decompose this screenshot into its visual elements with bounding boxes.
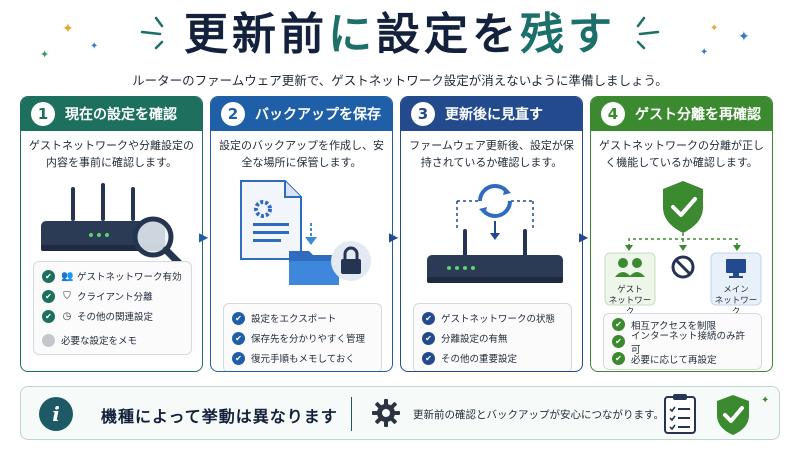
step-description: ゲストネットワークや分離設定の内容を事前に確認します。 bbox=[29, 139, 194, 169]
shield-icon: ⛉ bbox=[63, 290, 71, 302]
step-title: 更新後に見直す bbox=[445, 107, 543, 123]
page-subtitle: ルーターのファームウェア更新で、ゲストネットワーク設定が消えないように準備しまし… bbox=[132, 73, 668, 88]
sparkle-icon: ✦ bbox=[710, 23, 719, 34]
step-number: 2 bbox=[221, 102, 245, 126]
step-title: バックアップを保存 bbox=[255, 107, 381, 123]
check-item: ✔◷その他の関連設定 bbox=[42, 306, 183, 326]
check-item: 必要な設定をメモ bbox=[42, 330, 183, 350]
accent-lines-icon bbox=[636, 16, 660, 50]
clock-icon: ◷ bbox=[62, 310, 72, 322]
check-item: ✔👥ゲストネットワーク有効 bbox=[42, 266, 183, 286]
check-item: ✔その他の重要設定 bbox=[422, 348, 563, 368]
check-icon: ✔ bbox=[232, 351, 245, 365]
main-network-label: メイン ネットワーク bbox=[714, 285, 758, 317]
note-banner: i 機種によって挙動は異なります 更新前の確認とバックアップが安心につながります… bbox=[20, 386, 780, 440]
check-item: ✔ゲストネットワークの状態 bbox=[422, 308, 563, 328]
gear-icon bbox=[372, 399, 400, 427]
check-icon: ✔ bbox=[42, 309, 55, 323]
router-magnifier-icon bbox=[41, 183, 185, 269]
check-icon: ✔ bbox=[612, 318, 625, 331]
step-number: 4 bbox=[601, 102, 625, 126]
divider bbox=[351, 397, 352, 431]
network-isolation-diagram bbox=[604, 181, 762, 306]
check-icon: ✔ bbox=[42, 289, 55, 303]
step-title: ゲスト分離を再確認 bbox=[635, 107, 761, 123]
checklist: ✔設定をエクスポート ✔保存先を分かりやすく管理 ✔復元手順もメモしておく bbox=[223, 303, 382, 371]
step-header: 1 現在の設定を確認 bbox=[21, 97, 202, 131]
step-description: ゲストネットワークの分離が正しく機能しているか確認します。 bbox=[599, 139, 764, 169]
check-item: ✔インターネット接続のみ許可 bbox=[612, 331, 753, 356]
sparkle-icon: ✦ bbox=[761, 395, 770, 406]
step-number: 3 bbox=[411, 102, 435, 126]
check-item: ✔設定をエクスポート bbox=[232, 308, 373, 328]
empty-check-icon bbox=[42, 333, 55, 347]
check-item: ✔相互アクセスを制限 bbox=[612, 316, 753, 333]
sparkle-icon: ✦ bbox=[40, 48, 50, 61]
checklist: ✔👥ゲストネットワーク有効 ✔⛉クライアント分離 ✔◷その他の関連設定 必要な設… bbox=[33, 261, 192, 355]
page-title: 更新前に設定を残す bbox=[184, 9, 616, 60]
sparkle-icon: ✦ bbox=[62, 21, 74, 37]
check-item: ✔保存先を分かりやすく管理 bbox=[232, 328, 373, 348]
guest-network-label: ゲスト ネットワーク bbox=[608, 285, 652, 317]
check-item: ✔⛉クライアント分離 bbox=[42, 286, 183, 306]
sparkle-icon: ✦ bbox=[700, 47, 709, 58]
check-icon: ✔ bbox=[422, 351, 435, 365]
checklist: ✔相互アクセスを制限 ✔インターネット接続のみ許可 ✔必要に応じて再設定 bbox=[603, 313, 762, 370]
step-description: ファームウェア更新後、設定が保持されているか確認します。 bbox=[409, 139, 574, 169]
step-header: 4 ゲスト分離を再確認 bbox=[591, 97, 772, 131]
step-card-1: 1 現在の設定を確認 ゲストネットワークや分離設定の内容を事前に確認します。 ✔… bbox=[20, 96, 203, 372]
step-card-2: 2 バックアップを保存 設定のバックアップを作成し、安全な場所に保管します。 ✔… bbox=[210, 96, 393, 372]
step-header: 2 バックアップを保存 bbox=[211, 97, 392, 131]
check-item: ✔分離設定の有無 bbox=[422, 328, 563, 348]
step-number: 1 bbox=[31, 102, 55, 126]
arrow-right-icon: ▶ bbox=[199, 230, 209, 244]
arrow-right-icon: ▶ bbox=[579, 230, 589, 244]
step-header: 3 更新後に見直す bbox=[401, 97, 582, 131]
clipboard-checklist-icon bbox=[664, 394, 696, 434]
check-icon: ✔ bbox=[612, 335, 625, 348]
check-icon: ✔ bbox=[612, 352, 625, 365]
step-card-4: 4 ゲスト分離を再確認 ゲストネットワークの分離が正しく機能しているか確認します… bbox=[590, 96, 773, 372]
note-text: 更新前の確認とバックアップが安心につながります。 bbox=[413, 409, 664, 421]
checklist: ✔ゲストネットワークの状態 ✔分離設定の有無 ✔その他の重要設定 bbox=[413, 303, 572, 371]
step-description: 設定のバックアップを作成し、安全な場所に保管します。 bbox=[219, 139, 384, 169]
check-icon: ✔ bbox=[422, 331, 435, 345]
note-title: 機種によって挙動は異なります bbox=[101, 407, 338, 426]
shield-check-icon bbox=[717, 395, 749, 435]
arrow-right-icon: ▶ bbox=[389, 230, 399, 244]
check-item: ✔復元手順もメモしておく bbox=[232, 348, 373, 368]
users-icon: 👥 bbox=[61, 270, 74, 282]
document-folder-lock-icon bbox=[240, 180, 371, 285]
check-item: ✔必要に応じて再設定 bbox=[612, 350, 753, 367]
check-icon: ✔ bbox=[42, 269, 55, 283]
sparkle-icon: ✦ bbox=[738, 29, 750, 45]
info-icon: i bbox=[39, 397, 73, 431]
check-icon: ✔ bbox=[232, 311, 245, 325]
step-title: 現在の設定を確認 bbox=[65, 107, 177, 123]
accent-lines-icon bbox=[140, 16, 164, 50]
sparkle-icon: ✦ bbox=[90, 41, 99, 52]
step-card-3: 3 更新後に見直す ファームウェア更新後、設定が保持されているか確認します。 ✔… bbox=[400, 96, 583, 372]
check-icon: ✔ bbox=[232, 331, 245, 345]
check-icon: ✔ bbox=[422, 311, 435, 325]
router-refresh-icon bbox=[427, 184, 563, 283]
